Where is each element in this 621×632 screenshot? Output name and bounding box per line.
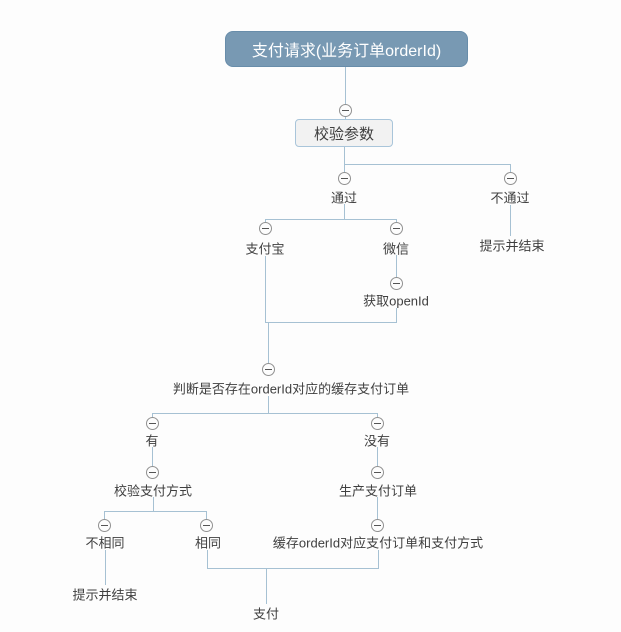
connector-line bbox=[266, 568, 267, 604]
node-label-pass[interactable]: 通过 bbox=[330, 190, 358, 206]
node-label-check-cached-order[interactable]: 判断是否存在orderId对应的缓存支付订单 bbox=[172, 381, 410, 397]
connector-line bbox=[265, 322, 397, 323]
connector-line bbox=[268, 322, 269, 369]
node-label-get-openid[interactable]: 获取openId bbox=[363, 293, 429, 309]
node-label-verify-pay-method[interactable]: 校验支付方式 bbox=[113, 483, 193, 499]
node-validate-params[interactable]: 校验参数 bbox=[295, 119, 393, 147]
connector-line bbox=[344, 147, 345, 164]
connector-line bbox=[510, 164, 511, 178]
node-label-pay[interactable]: 支付 bbox=[252, 606, 280, 622]
connector-line bbox=[207, 550, 208, 568]
collapse-minus-icon[interactable] bbox=[145, 465, 159, 479]
node-label-alipay[interactable]: 支付宝 bbox=[245, 241, 285, 257]
node-label-fail-end[interactable]: 提示并结束 bbox=[479, 238, 545, 254]
connector-line bbox=[152, 447, 153, 472]
connector-line bbox=[268, 396, 269, 413]
collapse-minus-icon[interactable] bbox=[370, 416, 384, 430]
collapse-minus-icon[interactable] bbox=[389, 276, 403, 290]
connector-line bbox=[377, 447, 378, 472]
connector-line bbox=[378, 550, 379, 568]
collapse-minus-icon[interactable] bbox=[199, 518, 213, 532]
connector-line bbox=[396, 255, 397, 283]
node-payment-request[interactable]: 支付请求(业务订单orderId) bbox=[225, 31, 468, 67]
node-label-has[interactable]: 有 bbox=[145, 433, 159, 449]
connector-line bbox=[344, 164, 345, 178]
connector-line bbox=[377, 497, 378, 525]
collapse-minus-icon[interactable] bbox=[337, 171, 351, 185]
collapse-minus-icon[interactable] bbox=[145, 416, 159, 430]
collapse-minus-icon[interactable] bbox=[503, 171, 517, 185]
node-label-has-not[interactable]: 没有 bbox=[363, 433, 391, 449]
connector-line bbox=[104, 511, 105, 525]
collapse-minus-icon[interactable] bbox=[370, 465, 384, 479]
node-label-create-pay-order[interactable]: 生产支付订单 bbox=[338, 483, 418, 499]
connector-line bbox=[152, 413, 378, 414]
connector-line bbox=[265, 256, 266, 322]
connector-line bbox=[206, 511, 207, 525]
node-label-not-same[interactable]: 不相同 bbox=[85, 535, 125, 551]
connector-line bbox=[344, 164, 511, 165]
connector-line bbox=[153, 497, 154, 511]
node-label-fail[interactable]: 不通过 bbox=[490, 190, 530, 206]
node-label-cache-order[interactable]: 缓存orderId对应支付订单和支付方式 bbox=[272, 535, 484, 551]
collapse-minus-icon[interactable] bbox=[261, 362, 275, 376]
node-label-wechat[interactable]: 微信 bbox=[382, 241, 410, 257]
collapse-minus-icon[interactable] bbox=[338, 103, 352, 117]
connector-line bbox=[344, 204, 345, 219]
connector-line bbox=[396, 308, 397, 322]
connector-line bbox=[207, 568, 379, 569]
collapse-minus-icon[interactable] bbox=[97, 518, 111, 532]
node-label-not-same-end[interactable]: 提示并结束 bbox=[72, 587, 138, 603]
connector-line bbox=[510, 205, 511, 236]
connector-line bbox=[345, 67, 346, 119]
collapse-minus-icon[interactable] bbox=[389, 221, 403, 235]
collapse-minus-icon[interactable] bbox=[258, 221, 272, 235]
connector-line bbox=[104, 511, 207, 512]
node-label-same[interactable]: 相同 bbox=[194, 535, 222, 551]
collapse-minus-icon[interactable] bbox=[370, 518, 384, 532]
connector-line bbox=[265, 219, 397, 220]
connector-line bbox=[105, 550, 106, 585]
